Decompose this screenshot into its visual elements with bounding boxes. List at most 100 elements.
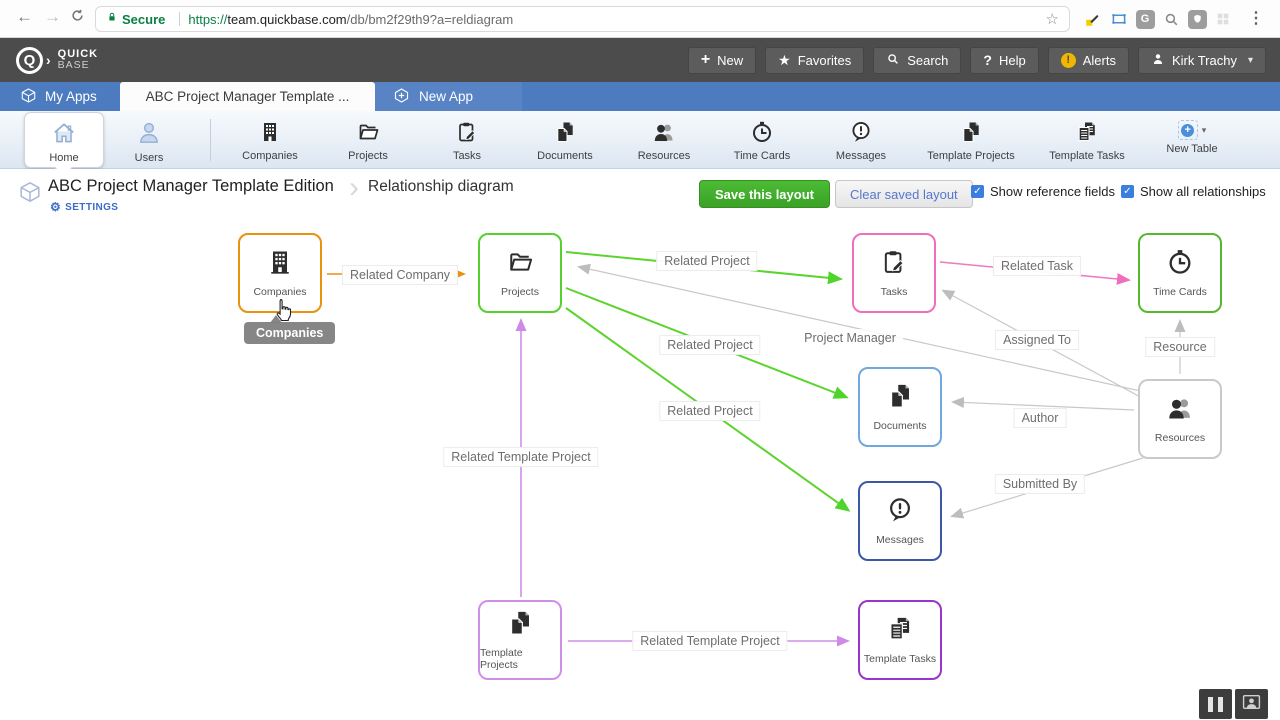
diagram-node-documents[interactable]: Documents (858, 367, 942, 447)
page-header: ABC Project Manager Template Edition ⚙SE… (0, 169, 1280, 221)
diagram-node-time-cards[interactable]: Time Cards (1138, 233, 1222, 313)
node-label: Tasks (880, 286, 908, 298)
plus-icon: + (700, 51, 711, 68)
companies-tooltip: Companies (244, 315, 336, 344)
lock-icon (106, 10, 118, 29)
save-layout-button[interactable]: Save this layout (699, 180, 830, 208)
people-icon (1166, 394, 1194, 427)
logo-chevron-icon: › (46, 52, 51, 68)
grid-extension-icon[interactable] (1212, 8, 1234, 30)
show-all-relationships-checkbox[interactable]: ✓ Show all relationships (1121, 184, 1266, 199)
cube-icon (20, 87, 37, 107)
checkbox-checked-icon: ✓ (1121, 185, 1134, 198)
favorites-button[interactable]: ★Favorites (765, 46, 865, 74)
settings-link[interactable]: ⚙SETTINGS (50, 200, 119, 214)
browser-back-icon[interactable]: ← (16, 7, 33, 26)
eyedropper-extension-icon[interactable] (1082, 8, 1104, 30)
toolbar-item-resources[interactable]: Resources (609, 120, 719, 162)
app-tab-bar: My Apps ABC Project Manager Template ...… (0, 82, 1280, 111)
edge-label-author: Author (1013, 408, 1067, 428)
user-icon (1151, 52, 1165, 69)
gear-icon: ⚙ (50, 200, 62, 214)
app-cube-icon (18, 180, 42, 209)
person-icon (136, 120, 162, 149)
magnifier-extension-icon[interactable] (1160, 8, 1182, 30)
secure-label: Secure (122, 11, 166, 27)
logo-q-icon: Q (16, 46, 43, 74)
show-reference-fields-checkbox[interactable]: ✓ Show reference fields (971, 184, 1115, 199)
search-icon (886, 52, 900, 69)
tab-new-app[interactable]: New App (375, 82, 522, 111)
bookmark-star-icon[interactable]: ☆ (1045, 11, 1059, 28)
app-title: ABC Project Manager Template Edition (48, 177, 334, 195)
edge-label-related-task: Related Task (992, 256, 1082, 276)
toolbar-item-projects[interactable]: Projects (313, 120, 423, 162)
toolbar-item-time-cards[interactable]: Time Cards (707, 120, 817, 162)
brand-text: QUICK BASE (57, 48, 99, 71)
node-label: Resources (1154, 432, 1206, 444)
diagram-node-tasks[interactable]: Tasks (852, 233, 936, 313)
edge-label-related-project-documents: Related Project (659, 335, 761, 355)
documents-icon (959, 120, 983, 147)
alerts-button[interactable]: !Alerts (1047, 46, 1129, 74)
node-label: Companies (253, 286, 307, 298)
browser-menu-icon[interactable]: ⋮ (1248, 10, 1264, 27)
alert-icon: ! (1060, 52, 1076, 68)
documents-icon (886, 382, 914, 415)
diagram-node-projects[interactable]: Projects (478, 233, 562, 313)
node-label: Documents (873, 420, 927, 432)
edge-label-resource: Resource (1145, 337, 1215, 357)
clock-icon (1166, 248, 1194, 281)
lined-documents-icon (886, 615, 914, 648)
toolbar-item-users[interactable]: Users (94, 120, 204, 164)
node-label: Messages (876, 534, 924, 546)
toolbar-item-companies[interactable]: Companies (215, 120, 325, 162)
clipboard-icon (455, 120, 479, 147)
tab-active-app[interactable]: ABC Project Manager Template ... (120, 82, 375, 111)
new-button[interactable]: +New (687, 46, 757, 74)
toolbar-item-documents[interactable]: Documents (510, 120, 620, 162)
pause-button[interactable] (1199, 689, 1232, 719)
browser-forward-icon[interactable]: → (44, 7, 61, 26)
shield-extension-icon[interactable] (1186, 8, 1208, 30)
toolbar-item-messages[interactable]: Messages (806, 120, 916, 162)
clock-icon (750, 120, 774, 147)
active-table-highlight (24, 112, 104, 168)
edge-label-submitted-by: Submitted By (994, 474, 1086, 494)
address-bar[interactable]: Secure https://team.quickbase.com/db/bm2… (95, 6, 1070, 32)
toolbar-item-template-tasks[interactable]: Template Tasks (1032, 120, 1142, 162)
tab-my-apps[interactable]: My Apps (0, 82, 119, 111)
diagram-node-template-tasks[interactable]: Template Tasks (858, 600, 942, 680)
lined-documents-icon (1075, 120, 1099, 147)
clear-layout-button[interactable]: Clear saved layout (835, 180, 973, 208)
diagram-node-template-projects[interactable]: Template Projects (478, 600, 562, 680)
node-label: Template Tasks (863, 653, 937, 665)
message-bubble-icon (849, 120, 873, 147)
table-toolbar: Home Users Companies Projects Tasks Docu… (0, 111, 1280, 169)
diagram-node-messages[interactable]: Messages (858, 481, 942, 561)
toolbar-item-tasks[interactable]: Tasks (412, 120, 522, 162)
capture-frame-extension-icon[interactable] (1108, 8, 1130, 30)
g-extension-icon[interactable]: G (1134, 8, 1156, 30)
edge-label-related-project-messages: Related Project (659, 401, 761, 421)
help-button[interactable]: ?Help (970, 46, 1039, 74)
pause-icon (1208, 696, 1223, 712)
edge-label-related-template-project-vertical: Related Template Project (443, 447, 599, 467)
breadcrumb-chevron-icon: › (349, 171, 359, 204)
browser-reload-icon[interactable] (70, 8, 85, 28)
webcam-button[interactable] (1235, 689, 1268, 719)
page-title: Relationship diagram (368, 178, 514, 195)
quickbase-logo[interactable]: Q › QUICK BASE (16, 46, 99, 74)
question-icon: ? (983, 52, 992, 68)
documents-icon (506, 609, 534, 642)
diagram-node-resources[interactable]: Resources (1138, 379, 1222, 459)
search-button[interactable]: Search (873, 46, 962, 74)
toolbar-item-template-projects[interactable]: Template Projects (916, 120, 1026, 162)
toolbar-item-new-table[interactable]: +▾ New Table (1137, 120, 1247, 155)
user-menu-button[interactable]: Kirk Trachy▾ (1137, 46, 1266, 74)
node-label: Projects (501, 286, 539, 298)
companies-icon (266, 248, 294, 281)
toolbar-item-home[interactable]: Home (9, 120, 119, 164)
